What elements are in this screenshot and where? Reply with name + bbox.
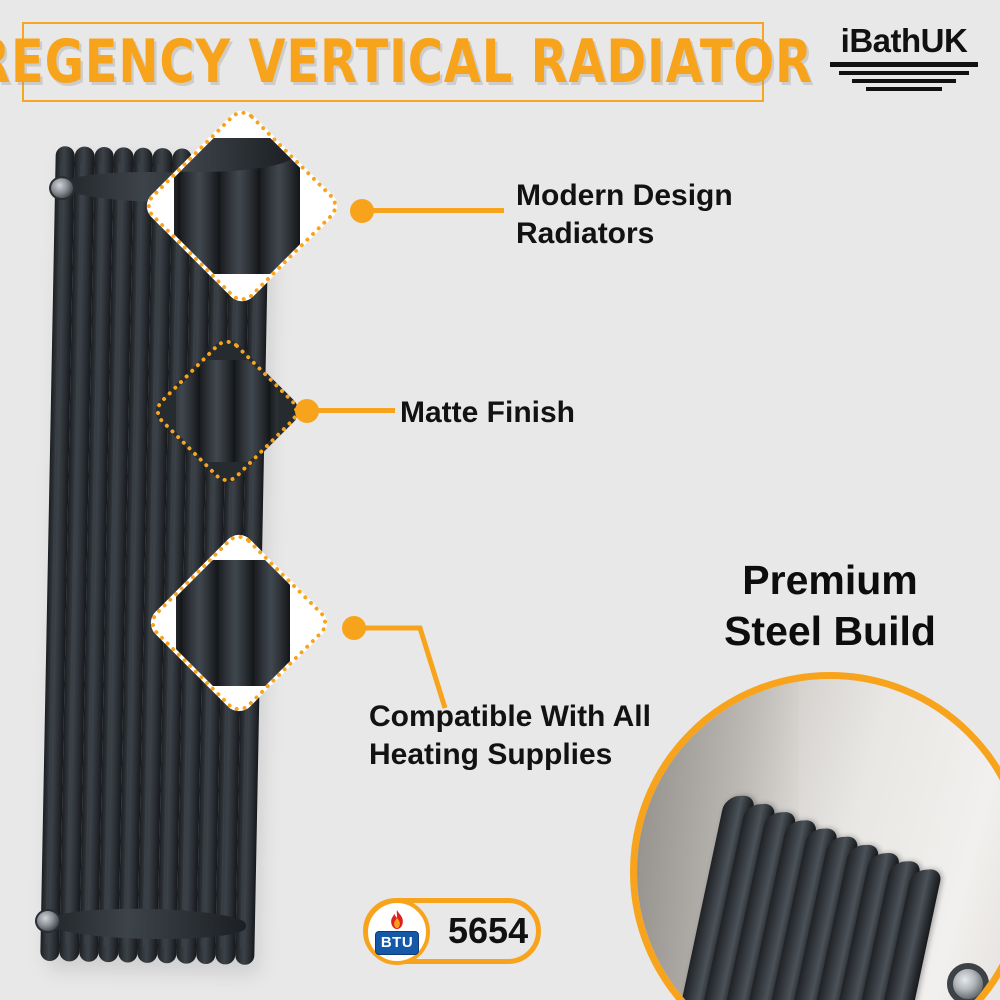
photo-valve-icon	[947, 963, 989, 1000]
premium-product-photo	[630, 672, 1000, 1000]
page-title-box: REGENCY VERTICAL RADIATOR	[0, 22, 812, 102]
radiator-zoom-crop	[174, 138, 300, 274]
callout-diamond-1-content	[174, 138, 310, 274]
callout-leader-compatible	[364, 625, 448, 709]
page-title: REGENCY VERTICAL RADIATOR	[0, 27, 813, 97]
premium-steel-build-heading: Premium Steel Build	[724, 557, 936, 654]
logo-rule-3	[852, 79, 956, 83]
callout-diamond-3-content	[176, 560, 302, 686]
btu-badge: BTU 5654	[363, 898, 541, 965]
photo-background	[637, 679, 1000, 1000]
zoom-column	[218, 560, 254, 686]
brand-name: iBathUK	[840, 22, 968, 59]
feature-label-modern-design: Modern Design Radiators	[516, 179, 733, 251]
brand-logo: iBathUK	[830, 24, 978, 91]
zoom-column	[235, 360, 270, 462]
flame-icon	[388, 909, 406, 930]
logo-rule-4	[865, 87, 943, 91]
zoom-column	[254, 560, 290, 686]
callout-leader-matte-finish	[317, 408, 395, 413]
btu-value: 5654	[448, 910, 529, 951]
zoom-column	[200, 360, 235, 462]
callout-diamond-2-content	[176, 360, 278, 462]
callout-dot-compatible	[342, 616, 366, 640]
radiator-zoom-crop	[176, 360, 278, 462]
photo-radiator	[656, 779, 984, 1000]
callout-dot-matte-finish	[295, 399, 319, 423]
logo-rule-2	[838, 71, 970, 75]
callout-leader-modern-design	[372, 208, 504, 213]
radiator-zoom-crop	[176, 560, 290, 686]
zoom-column	[182, 560, 218, 686]
btu-icon-circle: BTU	[364, 899, 430, 965]
feature-label-matte-finish: Matte Finish	[400, 396, 576, 429]
btu-label: BTU	[374, 930, 420, 955]
callout-dot-modern-design	[350, 199, 374, 223]
logo-rule-1	[830, 62, 978, 67]
